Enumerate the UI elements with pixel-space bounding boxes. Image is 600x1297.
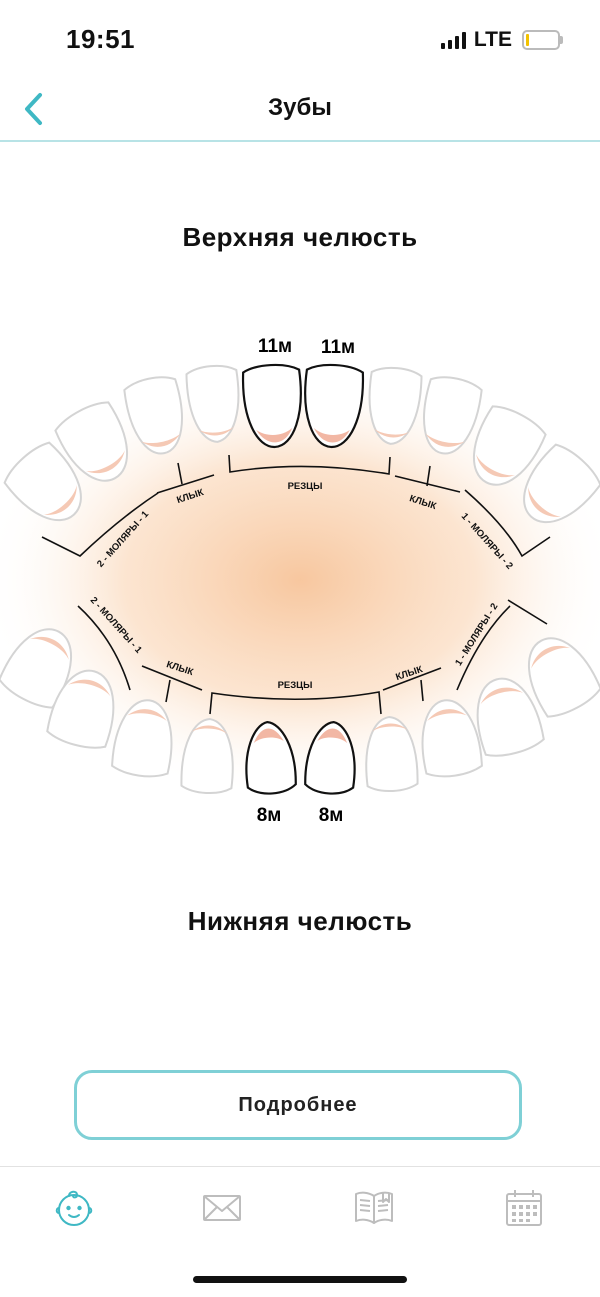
more-details-button[interactable]: Подробнее (74, 1070, 522, 1140)
tooth (423, 376, 483, 455)
tooth (528, 637, 600, 718)
tooth-active (242, 363, 302, 449)
calendar-icon (506, 1190, 542, 1226)
page-title: Зубы (268, 94, 332, 121)
tooth (180, 718, 234, 794)
tooth (473, 405, 547, 486)
signal-icon (440, 31, 466, 49)
tooth (365, 716, 419, 792)
tab-bar (0, 1166, 600, 1247)
home-indicator (193, 1276, 407, 1283)
lower-jaw-title: Нижняя челюсть (187, 906, 413, 936)
tooth (111, 699, 173, 778)
tooth (368, 366, 423, 445)
mouth-glow (0, 360, 600, 800)
upper-brackets (41, 454, 551, 558)
upper-jaw-title: Верхняя челюсть (182, 222, 418, 252)
tooth (0, 628, 72, 709)
upper-tooth-age-label: 11м (321, 337, 355, 358)
tooth (421, 699, 483, 778)
lower-teeth (0, 628, 600, 794)
tooth-active (304, 720, 356, 795)
upper-teeth (3, 364, 600, 524)
book-icon (355, 1191, 393, 1224)
upper-incisors-label: РЕЗЦЫ (288, 481, 323, 492)
tooth (3, 441, 82, 522)
lower-tooth-age-label: 8м (257, 805, 282, 826)
back-button[interactable] (14, 86, 54, 132)
tooth (54, 401, 128, 482)
tab-messages[interactable] (197, 1183, 247, 1233)
network-label: LTE (473, 28, 512, 51)
tooth (46, 669, 115, 749)
envelope-icon (203, 1195, 241, 1221)
tooth-active (245, 720, 297, 795)
tooth (185, 364, 240, 443)
tab-calendar[interactable] (499, 1183, 549, 1233)
lower-active-teeth (245, 720, 356, 795)
upper-active-teeth (242, 363, 364, 449)
battery-icon (522, 30, 563, 50)
tooth (523, 443, 600, 524)
nav-bar: Зубы (0, 80, 600, 142)
baby-face-icon (55, 1190, 93, 1226)
status-time: 19:51 (66, 24, 135, 54)
upper-tooth-age-label: 11м (258, 336, 292, 357)
lower-tooth-age-label: 8м (319, 805, 344, 826)
lower-brackets (77, 599, 548, 715)
tab-baby[interactable] (49, 1183, 99, 1233)
tooth (123, 376, 183, 455)
chevron-left-icon (25, 93, 42, 125)
lower-incisors-label: РЕЗЦЫ (278, 680, 313, 691)
teeth-diagram: 11м 11м РЕЗЦЫ КЛЫК КЛЫК 2 - МОЛЯРЫ - 1 1… (0, 336, 600, 826)
tab-library[interactable] (349, 1183, 399, 1233)
status-indicators: LTE (440, 28, 563, 52)
status-bar: 19:51 LTE (0, 0, 600, 80)
tooth (476, 677, 545, 757)
tooth-active (304, 363, 364, 449)
